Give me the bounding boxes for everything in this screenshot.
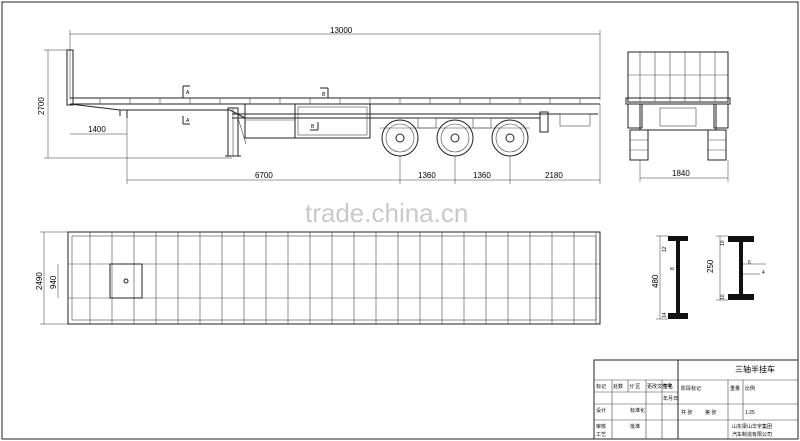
plan-view: 2490 940 [35, 231, 601, 325]
section-mark-b-top: B [322, 92, 326, 98]
side-cell-0: 设计 [596, 407, 606, 414]
plan-outline [67, 231, 601, 325]
scale-value: 1:25 [745, 410, 755, 416]
header-cell-3: 更改文件号 [647, 383, 672, 390]
header-cell-5: 年月日 [663, 395, 678, 402]
rear-axle-group [370, 111, 591, 157]
watermark: trade.china.cn [305, 198, 468, 228]
ratio-label: 比例 [745, 385, 755, 392]
dim-cross-top: 10 [720, 240, 726, 246]
title-block: 三轴半挂车 标记 处数 分 区 更改文件号 签名 年月日 设计 审核 工艺 标准… [593, 359, 799, 440]
stage-label: 阶段标记 [681, 385, 701, 392]
dim-cross-web: 6 [748, 260, 751, 266]
kingpin-plate [109, 263, 143, 299]
header-cell-2: 分 区 [629, 383, 640, 390]
section-mark-b-bottom: B [311, 124, 315, 130]
dim-height: 2700 [37, 97, 46, 115]
rear-headboard-frame [627, 51, 729, 103]
wheel-axle-2 [436, 119, 474, 157]
rear-frame [639, 103, 717, 131]
landing-gear [225, 107, 247, 157]
weight-label: 重量 [730, 385, 740, 392]
main-beam-section: 480 12 14 8 [651, 235, 688, 320]
company-line-2: 汽车制造有限公司 [732, 431, 772, 438]
dim-beam-bottom-flange: 14 [662, 312, 668, 318]
dim-kingpin: 1400 [88, 125, 106, 134]
crossmember-section: 250 10 6 4 10 [706, 235, 766, 301]
dim-overall-length: 13000 [330, 26, 353, 35]
dim-cross-bottom: 10 [720, 294, 726, 300]
sheet-number: 第 张 [705, 409, 716, 416]
dim-front-to-axle: 6700 [255, 171, 273, 180]
dim-cross-flange: 4 [762, 270, 765, 276]
header-cell-4: 签名 [663, 383, 673, 390]
side-cell-2: 工艺 [596, 432, 606, 438]
rear-wheel-left [627, 103, 649, 161]
frame-section-front [244, 103, 296, 139]
side-view: 13000 2700 A [37, 26, 601, 184]
rear-view: 1840 [625, 51, 731, 182]
side-cell-1: 审核 [596, 423, 606, 430]
wheel-axle-3 [491, 119, 529, 157]
dim-axle-spacing-2: 1360 [473, 171, 491, 180]
company-line-1: 山东梁山华宇集团 [732, 423, 772, 430]
header-cell-0: 标记 [596, 383, 606, 390]
wheel-axle-1 [381, 119, 419, 157]
mid-cell-1: 批准 [630, 423, 640, 430]
dim-inner-width: 940 [49, 275, 58, 289]
drawing-title: 三轴半挂车 [735, 364, 775, 374]
dim-beam-top-flange: 12 [662, 246, 668, 252]
section-mark-a-top: A [186, 90, 190, 96]
mid-cell-0: 标准化 [630, 407, 645, 414]
dim-rear-width: 1840 [672, 169, 690, 178]
dim-deck-width: 2490 [35, 272, 44, 290]
dim-cross-height: 250 [706, 259, 715, 273]
dim-beam-web: 8 [670, 267, 676, 270]
header-cell-1: 处数 [613, 383, 623, 390]
rear-wheel-right [707, 103, 729, 161]
dim-beam-height: 480 [651, 274, 660, 288]
dim-axle-spacing-1: 1360 [418, 171, 436, 180]
headboard [66, 49, 74, 106]
toolbox [294, 103, 371, 139]
section-mark-a-bottom: A [186, 118, 190, 124]
sheet-count: 共 张 [681, 409, 692, 416]
dim-rear-overhang: 2180 [545, 171, 563, 180]
crossmembers [89, 232, 597, 324]
